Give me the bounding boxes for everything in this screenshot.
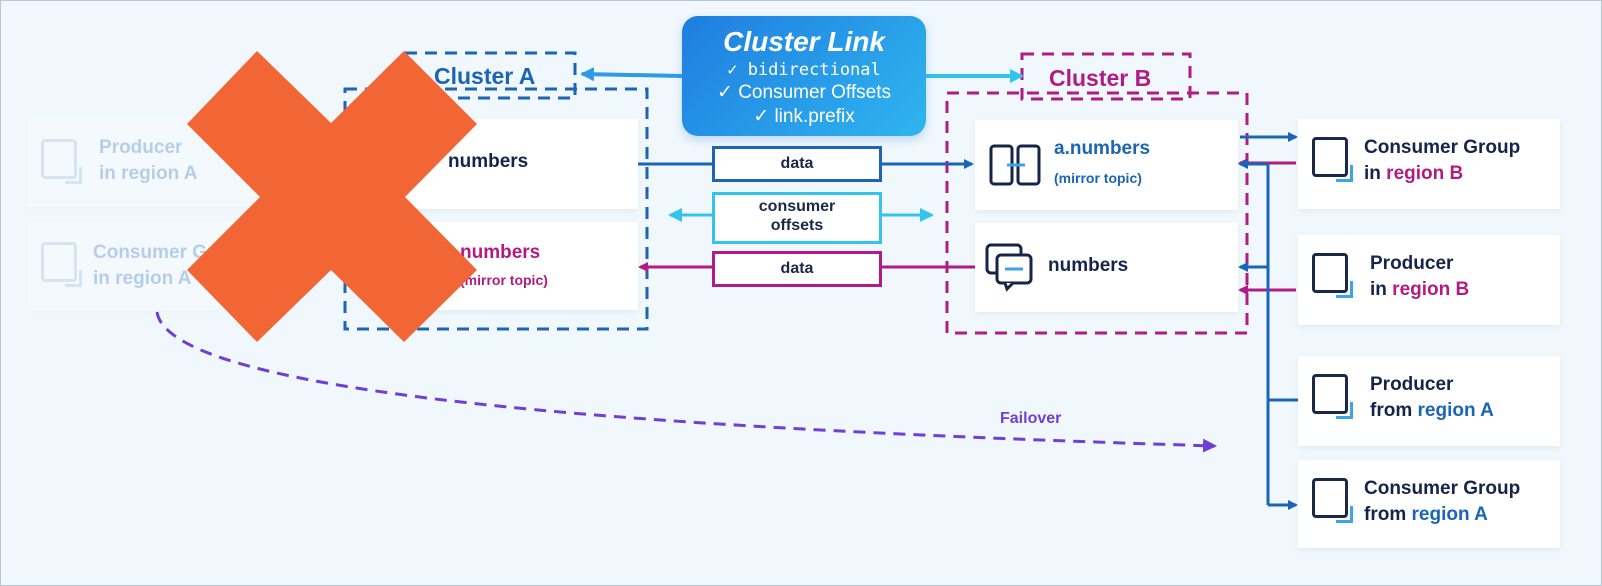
failover-path xyxy=(155,311,1217,453)
line2-prefix: from xyxy=(1370,400,1413,421)
producer-from-region-a-line2: from region A xyxy=(1370,400,1494,422)
producer-from-region-a-card: Producer from region A xyxy=(1298,356,1560,446)
data-pill-bottom: data xyxy=(712,251,882,287)
consumer-region-a-line2: in region A xyxy=(93,268,192,289)
client-icon xyxy=(1312,253,1348,293)
cluster-link-title: Cluster Link xyxy=(723,26,885,57)
line2-region: region B xyxy=(1392,279,1470,300)
consumer-group-region-b-card: Consumer Group in region B xyxy=(1298,119,1560,209)
line2-region: region A xyxy=(1417,400,1494,421)
cluster-a-topic-mirror: numbers (mirror topic) xyxy=(380,222,638,310)
cluster-b-topic-mirror-sub: (mirror topic) xyxy=(1054,170,1142,186)
line2-region: region B xyxy=(1386,163,1464,184)
cluster-b-topic-numbers: numbers xyxy=(975,223,1238,312)
client-icon xyxy=(41,139,77,179)
client-icon-shadow xyxy=(1336,402,1353,419)
client-icon-shadow xyxy=(1336,506,1353,523)
consumer-group-region-b-line1: Consumer Group xyxy=(1364,137,1521,158)
cluster-b-label: Cluster B xyxy=(1049,65,1152,91)
cluster-a-topic-numbers: numbers xyxy=(380,119,638,209)
consumer-region-a-line1: Consumer Group xyxy=(93,242,250,263)
cluster-b-boundary xyxy=(945,91,1249,335)
producer-region-a-card: Producer in region A xyxy=(27,117,263,207)
consumer-group-from-region-a-line1: Consumer Group xyxy=(1364,478,1521,499)
consumer-region-a-card: Consumer Group in region A xyxy=(27,222,263,310)
client-icon-shadow xyxy=(1336,281,1353,298)
cluster-b-topic-mirror-name: a.numbers xyxy=(1054,138,1151,159)
consumer-offsets-line1: consumer xyxy=(758,198,836,215)
consumer-group-from-region-a-line2: from region A xyxy=(1364,504,1488,526)
cluster-b-topic-mirror: a.numbers (mirror topic) xyxy=(975,120,1238,210)
producer-region-a-line1: Producer xyxy=(99,137,183,158)
producer-region-b-card: Producer in region B xyxy=(1298,235,1560,325)
cluster-a-topic-numbers-name: numbers xyxy=(448,151,529,172)
producer-region-b-line1: Producer xyxy=(1370,253,1454,274)
producer-region-b-line2: in region B xyxy=(1370,279,1469,301)
cluster-link-feature-2: ✓ Consumer Offsets xyxy=(717,82,891,103)
consumer-group-from-region-a-card: Consumer Group from region A xyxy=(1298,460,1560,548)
consumer-offsets-line2: offsets xyxy=(770,217,824,234)
line2-prefix: in xyxy=(1364,163,1381,184)
client-icon xyxy=(1312,137,1348,177)
data-pill-top: data xyxy=(712,146,882,182)
cluster-a-topic-mirror-name: numbers xyxy=(460,242,541,263)
client-icon-shadow xyxy=(65,167,82,184)
cluster-link-feature-1: ✓ bidirectional xyxy=(727,60,881,80)
failover-label: Failover xyxy=(1000,410,1062,427)
mirror-topic-icon xyxy=(989,144,1041,186)
cluster-b-topic-numbers-name: numbers xyxy=(1048,255,1129,276)
line2-region: region A xyxy=(1411,504,1488,525)
client-icon xyxy=(1312,374,1348,414)
cluster-link-feature-3: ✓ link.prefix xyxy=(753,106,855,127)
client-icon xyxy=(1312,478,1348,518)
link-arrow-to-a xyxy=(580,67,683,82)
line2-prefix: in xyxy=(1370,279,1387,300)
line2-prefix: from xyxy=(1364,504,1407,525)
consumer-offsets-pill: consumer offsets xyxy=(712,192,882,244)
consumer-group-region-b-line2: in region B xyxy=(1364,163,1463,185)
cluster-a-label: Cluster A xyxy=(434,63,536,89)
producer-region-a-line2: in region A xyxy=(99,163,198,184)
client-icon xyxy=(41,242,77,282)
client-icon-shadow xyxy=(1336,165,1353,182)
cluster-a-topic-mirror-sub: (mirror topic) xyxy=(460,272,548,288)
producer-from-region-a-line1: Producer xyxy=(1370,374,1454,395)
topic-messages-icon xyxy=(985,243,1033,292)
client-icon-shadow xyxy=(65,270,82,287)
cluster-link-box: Cluster Link ✓ bidirectional ✓ Consumer … xyxy=(682,16,926,136)
